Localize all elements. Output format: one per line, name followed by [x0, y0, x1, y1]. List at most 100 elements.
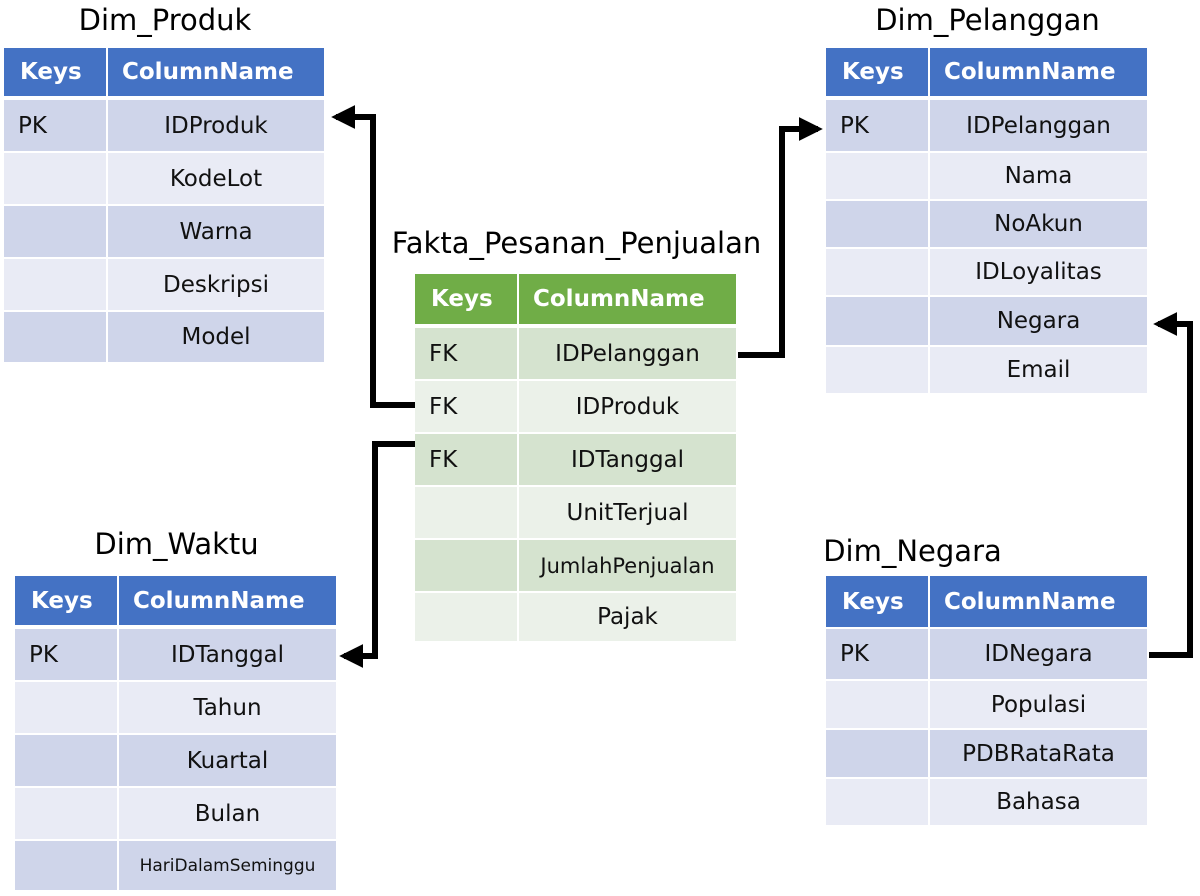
- column-cell: JumlahPenjualan: [519, 540, 738, 593]
- key-cell: [4, 259, 108, 312]
- column-cell: IDNegara: [930, 629, 1149, 681]
- column-cell: IDProduk: [108, 100, 326, 153]
- keys-header: Keys: [826, 576, 930, 629]
- connector-waktu: [339, 441, 415, 668]
- table-title: Fakta_Pesanan_Penjualan: [391, 226, 762, 260]
- table-title: Dim_Negara: [823, 534, 1002, 568]
- table-row: Negara: [826, 297, 1149, 347]
- table-row: PK IDNegara: [826, 629, 1149, 681]
- key-cell: [15, 788, 119, 841]
- table-row: PK IDPelanggan: [826, 100, 1149, 153]
- key-cell: [415, 540, 519, 593]
- key-cell: PK: [15, 629, 119, 682]
- dim-pelanggan-table: Dim_Pelanggan Keys ColumnName PK IDPelan…: [826, 0, 1149, 396]
- column-cell: Warna: [108, 206, 326, 259]
- key-cell: [826, 201, 930, 249]
- header-row: Keys ColumnName: [415, 274, 738, 326]
- table-row: Email: [826, 347, 1149, 395]
- key-cell: [826, 153, 930, 201]
- column-cell: Negara: [930, 297, 1149, 347]
- header-row: Keys ColumnName: [826, 48, 1149, 98]
- header-row: Keys ColumnName: [4, 48, 326, 98]
- column-cell: Nama: [930, 153, 1149, 201]
- table-row: NoAkun: [826, 201, 1149, 249]
- key-cell: [15, 735, 119, 788]
- key-cell: [4, 206, 108, 259]
- key-cell: PK: [826, 629, 930, 681]
- column-cell: Pajak: [519, 593, 738, 643]
- table-row: KodeLot: [4, 153, 326, 206]
- connector-pelanggan: [738, 117, 823, 358]
- column-header: ColumnName: [108, 48, 326, 98]
- dim-negara-table: Dim_Negara Keys ColumnName PK IDNegara P…: [823, 530, 1149, 828]
- key-cell: [826, 347, 930, 395]
- column-cell: IDTanggal: [519, 434, 738, 487]
- key-cell: [15, 841, 119, 892]
- key-cell: FK: [415, 434, 519, 487]
- table-title: Dim_Produk: [78, 3, 252, 37]
- table-row: Tahun: [15, 682, 338, 735]
- column-cell: KodeLot: [108, 153, 326, 206]
- table-row: Kuartal: [15, 735, 338, 788]
- table-row: Warna: [4, 206, 326, 259]
- column-cell: Email: [930, 347, 1149, 395]
- table-row: PK IDProduk: [4, 100, 326, 153]
- column-cell: Tahun: [119, 682, 338, 735]
- column-cell: UnitTerjual: [519, 487, 738, 540]
- table-title: Dim_Waktu: [94, 527, 259, 561]
- column-cell: Populasi: [930, 681, 1149, 730]
- table-row: Bulan: [15, 788, 338, 841]
- table-row: PK IDTanggal: [15, 629, 338, 682]
- table-row: FK IDProduk: [415, 381, 738, 434]
- table-row: IDLoyalitas: [826, 249, 1149, 297]
- table-row: FK IDTanggal: [415, 434, 738, 487]
- column-cell: IDPelanggan: [519, 328, 738, 381]
- fakta-pesanan-penjualan-table: Fakta_Pesanan_Penjualan Keys ColumnName …: [392, 222, 761, 643]
- column-header: ColumnName: [519, 274, 738, 326]
- column-header: ColumnName: [119, 576, 338, 627]
- key-cell: PK: [4, 100, 108, 153]
- key-cell: [826, 730, 930, 779]
- column-cell: PDBRataRata: [930, 730, 1149, 779]
- column-cell: IDProduk: [519, 381, 738, 434]
- key-cell: FK: [415, 328, 519, 381]
- table-row: PDBRataRata: [826, 730, 1149, 779]
- table-row: Nama: [826, 153, 1149, 201]
- table-row: UnitTerjual: [415, 487, 738, 540]
- key-cell: [826, 249, 930, 297]
- key-cell: [415, 487, 519, 540]
- table-row: Model: [4, 312, 326, 364]
- keys-header: Keys: [826, 48, 930, 98]
- key-cell: [826, 779, 930, 827]
- table-row: Pajak: [415, 593, 738, 643]
- header-row: Keys ColumnName: [826, 576, 1149, 629]
- key-cell: FK: [415, 381, 519, 434]
- table-row: Populasi: [826, 681, 1149, 730]
- column-cell: Deskripsi: [108, 259, 326, 312]
- dim-produk-table: Dim_Produk Keys ColumnName PK IDProduk K…: [4, 0, 326, 364]
- table-row: FK IDPelanggan: [415, 328, 738, 381]
- table-row: Bahasa: [826, 779, 1149, 827]
- column-header: ColumnName: [930, 48, 1149, 98]
- column-cell: Model: [108, 312, 326, 364]
- column-cell: NoAkun: [930, 201, 1149, 249]
- column-cell: Bulan: [119, 788, 338, 841]
- key-cell: [826, 681, 930, 730]
- table-row: Deskripsi: [4, 259, 326, 312]
- column-cell: Bahasa: [930, 779, 1149, 827]
- key-cell: [4, 312, 108, 364]
- column-cell: IDTanggal: [119, 629, 338, 682]
- connector-negara: [1149, 312, 1193, 658]
- column-cell: Kuartal: [119, 735, 338, 788]
- key-cell: [415, 593, 519, 643]
- key-cell: [15, 682, 119, 735]
- header-row: Keys ColumnName: [15, 576, 338, 627]
- key-cell: PK: [826, 100, 930, 153]
- column-cell: IDLoyalitas: [930, 249, 1149, 297]
- column-cell: HariDalamSeminggu: [119, 841, 338, 892]
- dim-waktu-table: Dim_Waktu Keys ColumnName PK IDTanggal T…: [15, 524, 338, 892]
- keys-header: Keys: [15, 576, 119, 627]
- table-row: HariDalamSeminggu: [15, 841, 338, 892]
- table-title: Dim_Pelanggan: [875, 3, 1100, 37]
